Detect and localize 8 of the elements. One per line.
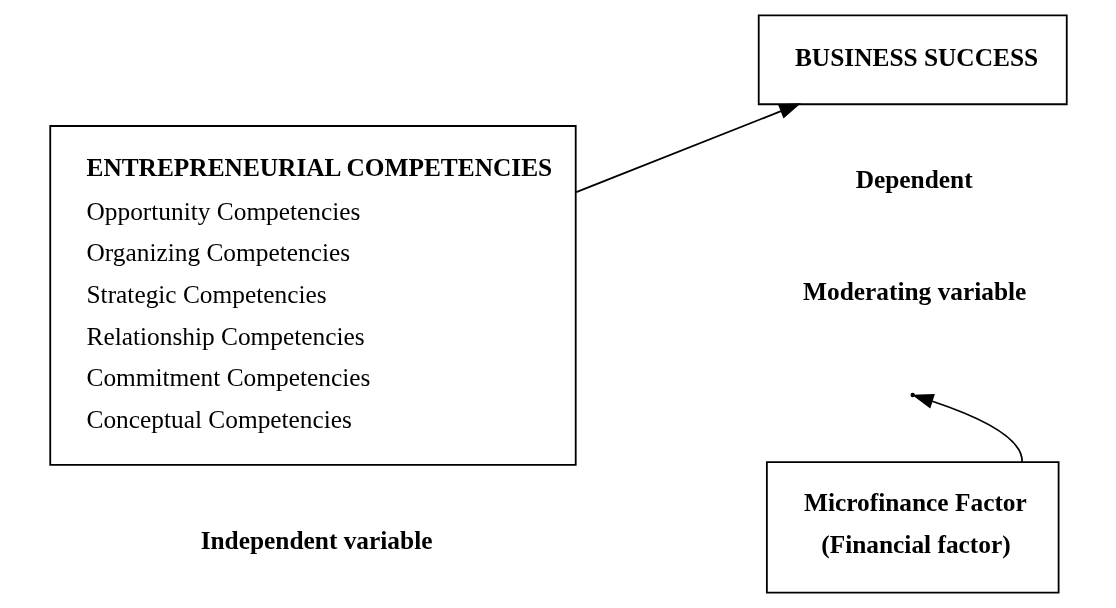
node-label: Independent variable: [200, 525, 432, 554]
node-box: ENTREPRENEURIAL COMPETENCIES Opportunity Competencies Organizing Competencies Strategic Competencies Relationship Competencies Commitment Competencies Conceptual Competencies: [48, 125, 577, 466]
node-label: Dependent: [855, 164, 973, 193]
label: Moderating variable: [802, 277, 1026, 306]
arrow: [574, 103, 801, 193]
node-box: Microfinance Factor (Financial factor): [765, 461, 1059, 594]
node-box: BUSINESS SUCCESS: [757, 14, 1068, 106]
arrow: [911, 394, 1023, 463]
